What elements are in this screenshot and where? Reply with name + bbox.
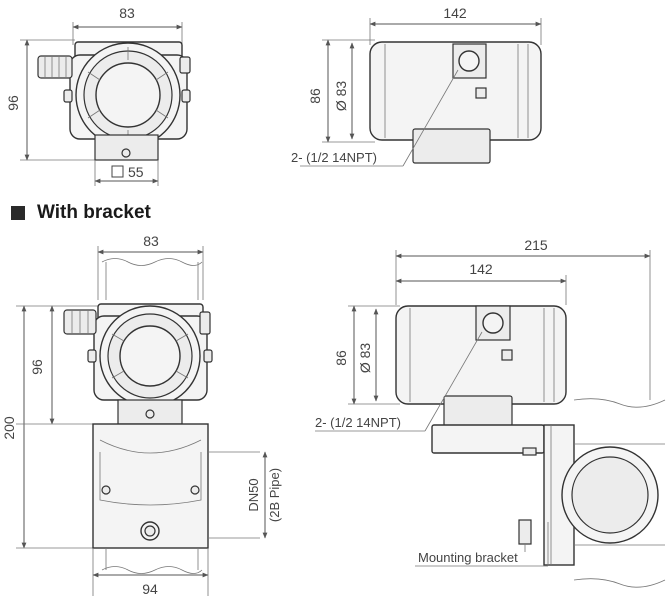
top-side-view: 142 86 Ø 83 2- (1/2 14NPT) — [291, 5, 542, 167]
bottom-side-view: 215 142 86 Ø 83 — [315, 237, 666, 588]
housing-cover-inner — [119, 325, 181, 387]
square-symbol-icon — [111, 165, 124, 178]
pipe-section-inner — [571, 456, 649, 534]
indicator-icon — [501, 349, 513, 361]
bottom-side-conduit-label: 2- (1/2 14NPT) — [315, 415, 401, 430]
bottom-side-diameter-label: Ø 83 — [357, 343, 373, 374]
top-front-base-label: 55 — [128, 164, 144, 180]
ground-screw-icon — [121, 148, 131, 158]
top-side-height-label: 86 — [307, 88, 323, 104]
top-front-view: 83 96 55 — [5, 5, 191, 186]
bottom-front-pipe-label-1: DN50 — [246, 478, 261, 511]
heading-square-icon — [11, 206, 25, 220]
top-side-conduit-label: 2- (1/2 14NPT) — [291, 150, 377, 165]
top-front-height-label: 96 — [5, 95, 21, 111]
top-side-length-label: 142 — [443, 5, 467, 21]
section-heading-title: With bracket — [37, 202, 151, 223]
housing-cover-inner — [95, 62, 161, 128]
indicator-icon — [475, 87, 487, 99]
top-front-width-label: 83 — [119, 5, 135, 21]
section-heading: With bracket — [11, 200, 151, 226]
bottom-front-pipe-label-2: (2B Pipe) — [267, 468, 282, 522]
top-side-diameter-label: Ø 83 — [333, 81, 349, 112]
conduit-entry-icon — [37, 55, 73, 79]
bracket-bolt-icon — [518, 519, 532, 545]
bottom-side-total-length-label: 215 — [524, 237, 548, 253]
bottom-side-bracket-label: Mounting bracket — [418, 550, 518, 565]
bottom-front-height-label: 96 — [29, 359, 45, 375]
bottom-side-length-label: 142 — [469, 261, 493, 277]
bottom-front-base-label: 94 — [142, 581, 158, 597]
bottom-front-view: 83 96 200 — [1, 233, 282, 597]
bottom-side-height-label: 86 — [333, 350, 349, 366]
bottom-front-total-height-label: 200 — [1, 416, 17, 440]
bottom-front-width-label: 83 — [143, 233, 159, 249]
